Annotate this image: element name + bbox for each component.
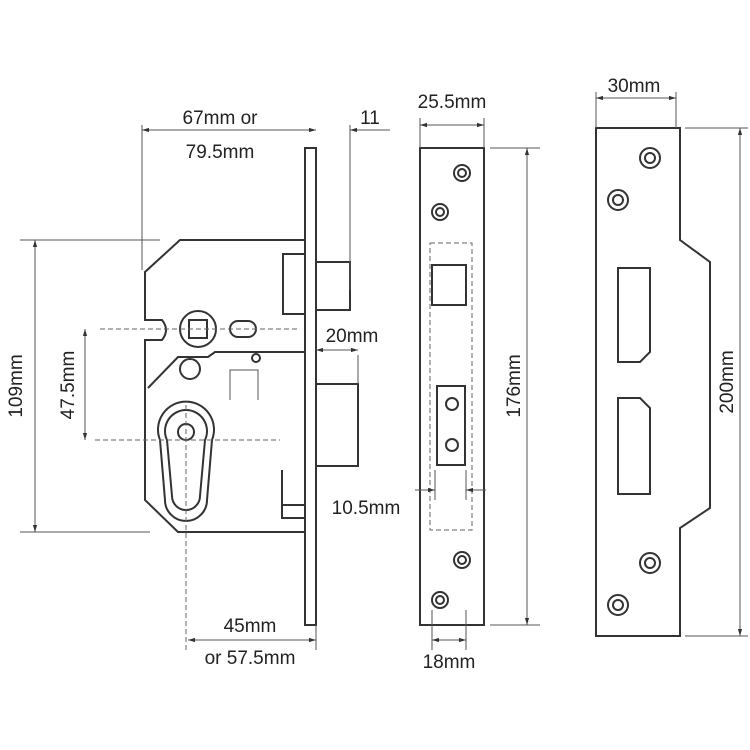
latch-screw-icon (445, 438, 459, 452)
screw-hole-icon (453, 551, 471, 569)
deadbolt-face (431, 264, 467, 306)
extension-lines (595, 92, 748, 637)
strike-plate (595, 127, 711, 637)
centre-lines (95, 328, 300, 650)
dim-case-depth-alt: 79.5mm (186, 142, 255, 163)
deadbolt-cutout (617, 267, 651, 363)
forend-plate (304, 147, 317, 626)
extension-lines (419, 118, 540, 650)
case-outline-hidden (429, 242, 473, 531)
screw-hole-icon (431, 203, 449, 221)
screw-hole-icon (639, 552, 661, 574)
dim-case-depth: 67mm or (183, 108, 259, 129)
screw-hole-icon (639, 147, 661, 169)
extension-lines (141, 125, 351, 290)
dim-backset: 45mm (224, 616, 277, 637)
cylinder-outer-outline (157, 400, 215, 522)
latch-face (436, 385, 466, 466)
lower-bracket (281, 470, 305, 519)
internal-bracket (229, 369, 259, 400)
forend-outline (419, 147, 485, 626)
latch-screw-icon (445, 397, 459, 411)
latch (315, 383, 359, 467)
deadbolt-housing (282, 253, 305, 315)
dim-forend-height: 176mm (504, 354, 525, 417)
extension-lines (20, 239, 160, 533)
lock-case (95, 147, 359, 650)
dim-case-height: 109mm (6, 354, 27, 417)
dim-bolt-width: 18mm (423, 652, 476, 673)
latch-cutout (617, 397, 651, 495)
screw-hole-icon (607, 189, 629, 211)
dim-centres: 47.5mm (58, 351, 79, 420)
pivot-hole (251, 353, 261, 363)
screw-hole-icon (607, 594, 629, 616)
dim-latch-width: 10.5mm (332, 498, 401, 519)
deadbolt (315, 261, 351, 311)
dim-backset-alt: or 57.5mm (205, 648, 296, 669)
dim-bolt-throw: 11 (360, 108, 380, 129)
strike-plate-outline (595, 127, 711, 637)
dim-strike-width: 30mm (608, 76, 661, 97)
screw-hole-icon (453, 164, 471, 182)
dim-strike-height: 200mm (717, 350, 738, 413)
forend-front-view (419, 147, 485, 626)
screw-hole-icon (431, 591, 449, 609)
dim-latch-throw: 20mm (326, 326, 379, 347)
internal-mechanism-line (147, 351, 305, 389)
dim-forend-width: 25.5mm (418, 92, 487, 113)
cylinder-inner-outline (164, 409, 208, 511)
fixing-hole (179, 358, 201, 380)
